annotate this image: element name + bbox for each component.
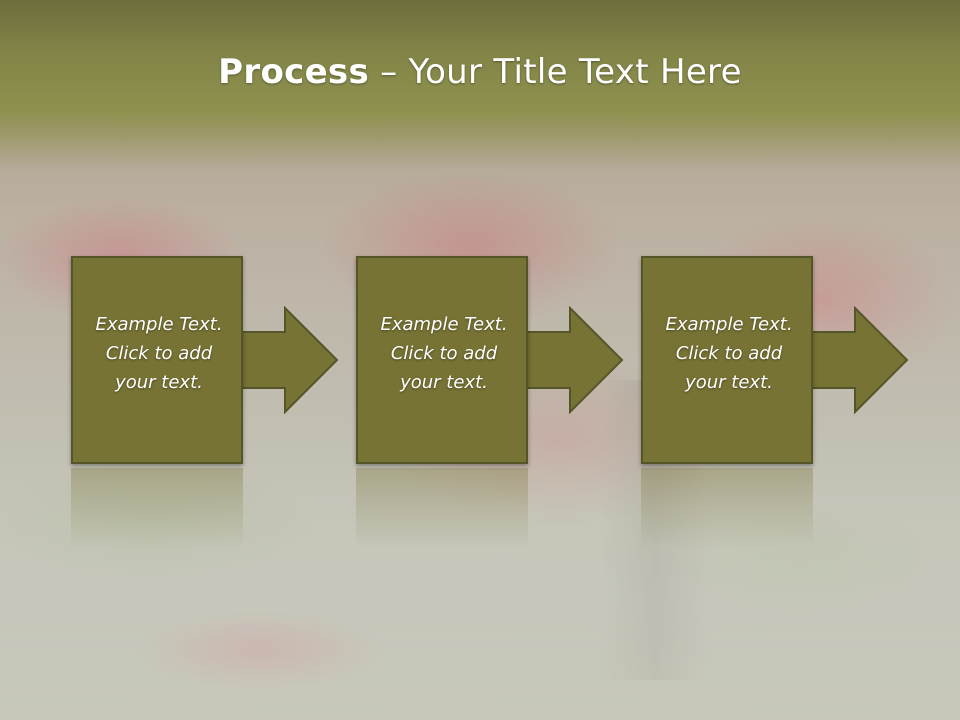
title-rest: – Your Title Text Here xyxy=(369,52,742,92)
right-arrow-icon xyxy=(811,306,909,414)
slide-title[interactable]: Process – Your Title Text Here xyxy=(0,52,960,92)
title-band xyxy=(0,0,960,170)
step-box[interactable]: Example Text. Click to add your text. xyxy=(356,256,528,464)
step-reflection xyxy=(641,468,813,548)
step-box[interactable]: Example Text. Click to add your text. xyxy=(71,256,243,464)
title-bold: Process xyxy=(218,52,370,92)
step-text[interactable]: Example Text. Click to add your text. xyxy=(380,314,508,393)
step-reflection xyxy=(356,468,528,548)
step-reflection xyxy=(71,468,243,548)
right-arrow-icon xyxy=(241,306,339,414)
right-arrow-icon xyxy=(526,306,624,414)
step-text[interactable]: Example Text. Click to add your text. xyxy=(95,314,223,393)
step-box[interactable]: Example Text. Click to add your text. xyxy=(641,256,813,464)
step-text[interactable]: Example Text. Click to add your text. xyxy=(665,314,793,393)
